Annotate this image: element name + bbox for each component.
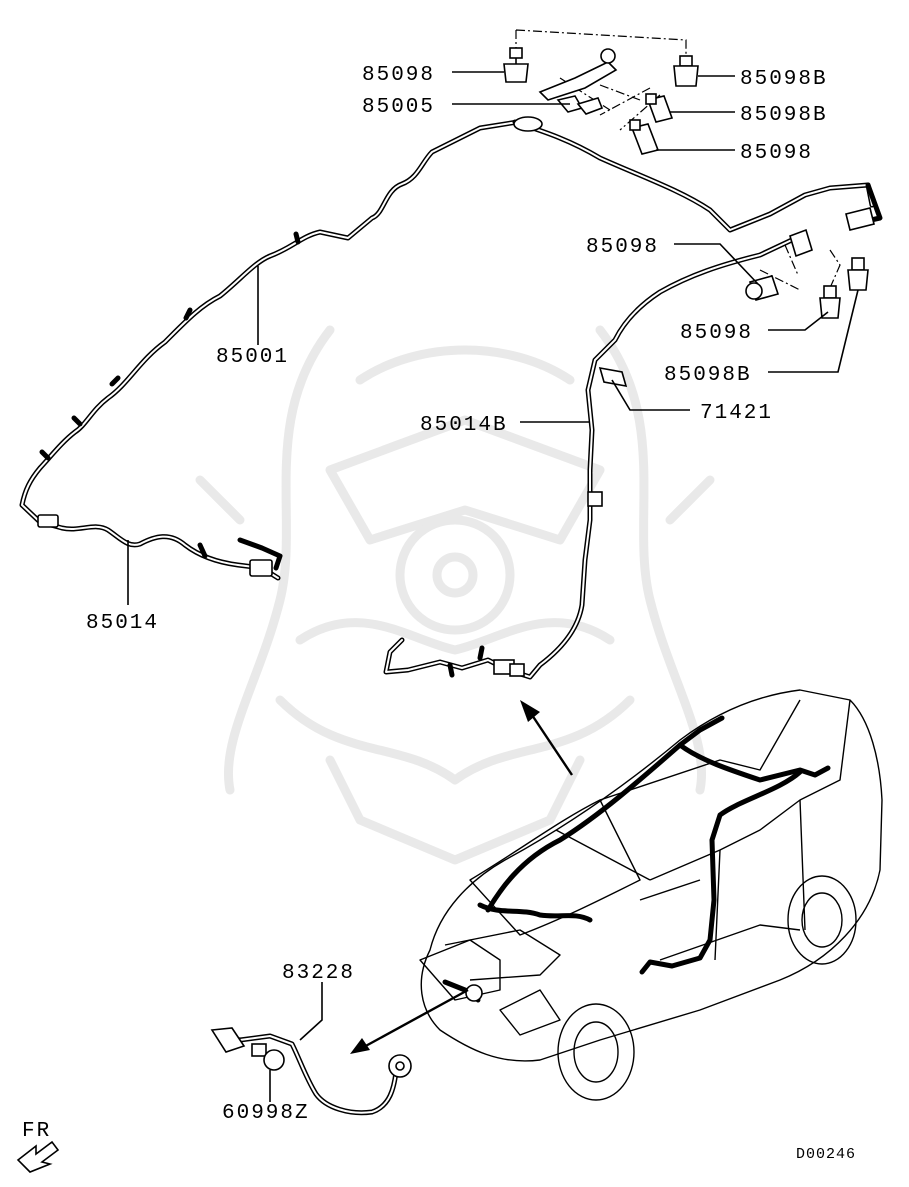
guide-lines — [515, 29, 841, 291]
body-harness-85014B — [383, 116, 883, 680]
bolt-85098-top-left — [503, 47, 529, 83]
callout-85098-right: 85098 — [586, 236, 659, 259]
callout-85098-right-lower: 85098 — [680, 322, 753, 345]
bolt-85098B-right-lower — [847, 257, 869, 291]
callout-85098-mid: 85098 — [740, 142, 813, 165]
clip-71421 — [598, 366, 628, 388]
vehicle-outline — [419, 689, 883, 1101]
pointer-arrow-ground — [350, 988, 469, 1054]
callout-83228: 83228 — [282, 962, 355, 985]
bolt-85098-right — [745, 275, 780, 301]
diagram-code: D00246 — [796, 1146, 856, 1163]
bolt-85098-right-lower — [819, 285, 841, 319]
front-direction-arrow: FR — [16, 1120, 60, 1173]
callout-85001: 85001 — [216, 346, 289, 369]
callout-71421: 71421 — [700, 402, 773, 425]
callout-85098B-right-lower: 85098B — [664, 364, 752, 387]
vehicle-harness — [442, 715, 831, 1003]
bolt-85098B-mid — [645, 93, 674, 123]
callout-85014: 85014 — [86, 612, 159, 635]
callout-labels: 85098 85005 85098B 85098B 85098 85098 85… — [86, 64, 856, 1163]
bolt-60998Z — [251, 1043, 285, 1071]
leader-lines — [127, 71, 859, 1102]
callout-85098B-top-right: 85098B — [740, 68, 828, 91]
ground-cable-83228 — [210, 1027, 412, 1116]
direction-label: FR — [22, 1120, 51, 1143]
pointer-arrow-up — [520, 700, 573, 776]
callout-85005: 85005 — [362, 96, 435, 119]
roof-harness-85001 — [19, 117, 533, 581]
callout-60998Z: 60998Z — [222, 1102, 310, 1125]
bracket-right — [789, 207, 875, 258]
callout-85098B-mid: 85098B — [740, 104, 828, 127]
bolt-85098-mid — [629, 119, 660, 155]
bolt-85098B-top-right — [673, 55, 699, 87]
bracket-85005 — [538, 48, 618, 115]
callout-85098-top-left: 85098 — [362, 64, 435, 87]
callout-85014B: 85014B — [420, 414, 508, 437]
